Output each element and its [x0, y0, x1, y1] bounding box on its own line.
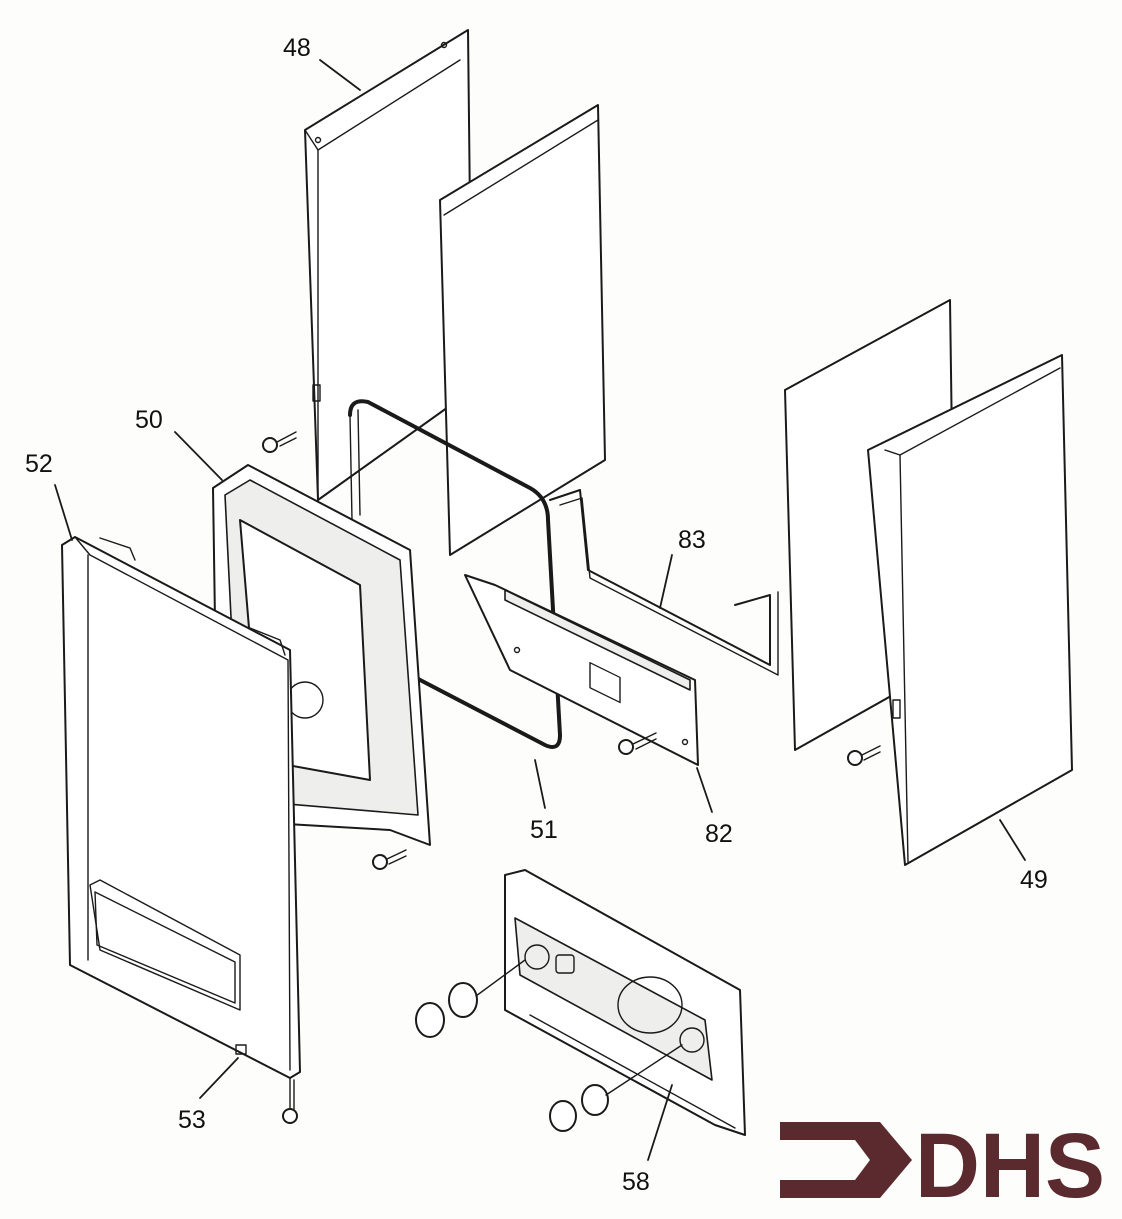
screw-82	[618, 732, 657, 755]
part-82-mounting-plate	[464, 574, 699, 766]
callout-49: 49	[1020, 866, 1048, 894]
callout-58: 58	[622, 1168, 650, 1196]
screw-50	[372, 849, 407, 870]
callout-83: 83	[678, 526, 706, 554]
screw-48	[262, 431, 297, 453]
callout-82: 82	[705, 820, 733, 848]
screw-53	[282, 1077, 298, 1124]
callout-52: 52	[25, 450, 53, 478]
part-83-bracket	[549, 489, 779, 676]
knob-set	[415, 959, 683, 1132]
leader-lines	[54, 59, 1026, 1161]
logo-text: DHS	[915, 1115, 1105, 1217]
callout-50: 50	[135, 406, 163, 434]
callout-53: 53	[178, 1106, 206, 1134]
callout-51: 51	[530, 816, 558, 844]
callout-labels: 48 50 52 83 51 82 49 53 58	[25, 34, 1048, 1196]
logo-arrow-icon	[780, 1122, 912, 1198]
part-52-front-cover	[61, 536, 301, 1079]
part-51-seal-frame	[348, 399, 562, 749]
dhs-logo: DHS	[780, 1115, 1105, 1217]
insulation-panel	[439, 104, 606, 556]
callout-48: 48	[283, 34, 311, 62]
screw-49	[847, 745, 881, 766]
part-49-side-panel	[867, 354, 1073, 866]
part-58-control-fascia	[504, 869, 746, 1136]
